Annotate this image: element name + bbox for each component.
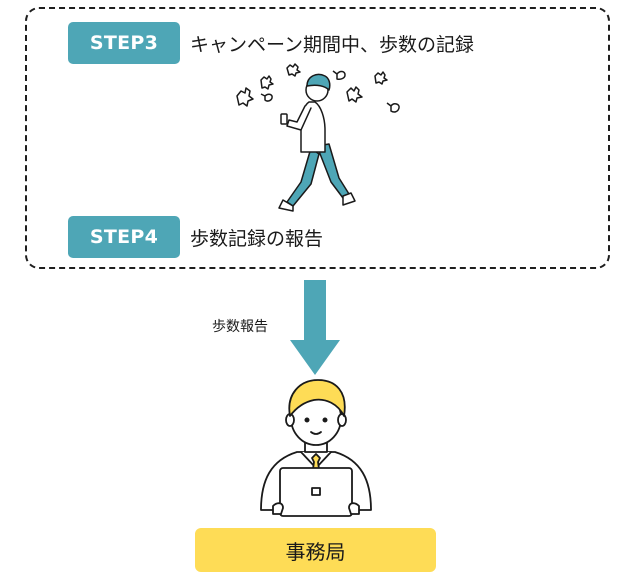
step3-description: キャンペーン期間中、歩数の記録 [190, 34, 475, 56]
falling-leaves-icon [236, 63, 400, 113]
down-arrow-icon [290, 280, 340, 375]
office-label: 事務局 [195, 528, 436, 572]
walking-person-with-smartphone-icon [236, 63, 400, 212]
step4-description: 歩数記録の報告 [190, 228, 324, 250]
office-worker-at-laptop-icon [260, 379, 372, 517]
step3-badge: STEP3 [68, 22, 180, 64]
steps-container [25, 7, 610, 269]
arrow-label: 歩数報告 [212, 319, 268, 335]
step4-badge: STEP4 [68, 216, 180, 258]
